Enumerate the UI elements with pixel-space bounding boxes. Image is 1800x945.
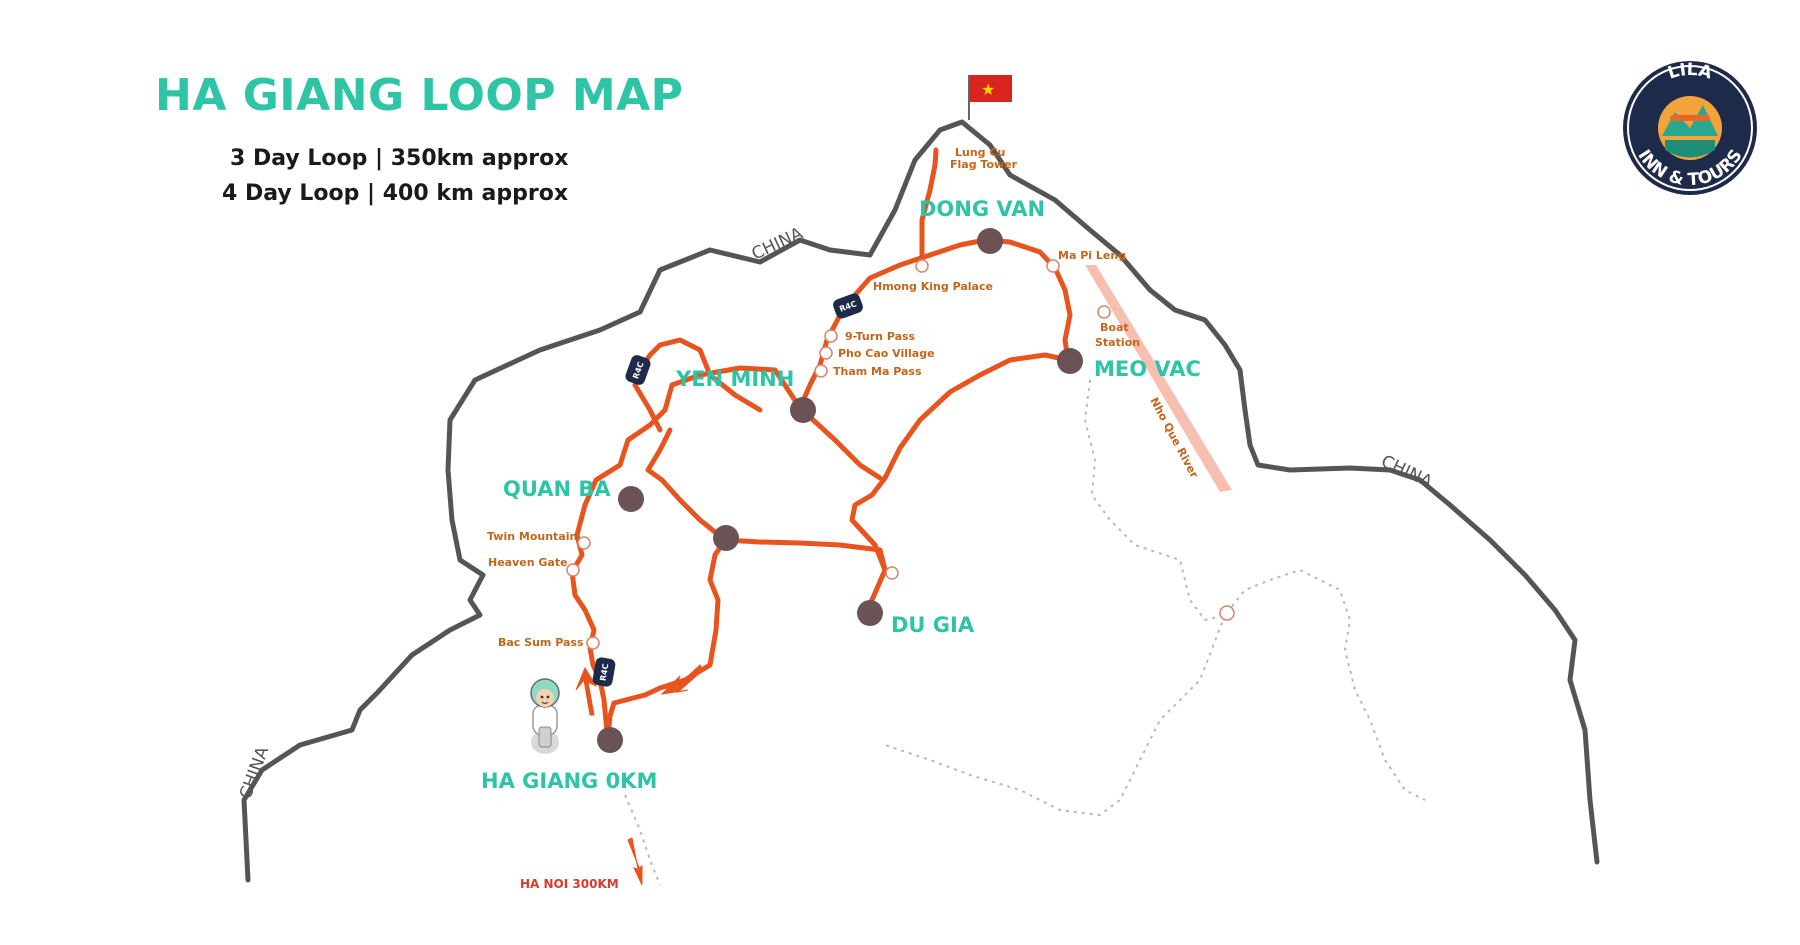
poi-markers <box>566 259 1235 650</box>
border-label-china-e: CHINA <box>1378 451 1436 492</box>
poi-marker-ma-pi-leng <box>1046 259 1060 273</box>
arrow-hanoi-icon <box>627 837 643 886</box>
route-yen-minh-to-midloop <box>797 405 883 481</box>
poi-label-boat-1: Boat <box>1100 321 1129 334</box>
route-du-gia-to-ha-giang <box>605 537 888 739</box>
poi-label-nine-turn: 9-Turn Pass <box>845 330 916 343</box>
route-meo-vac-to-du-gia <box>849 352 1071 573</box>
poi-marker-du-gia-east <box>885 566 899 580</box>
subtitle-line-2: 4 Day Loop | 400 km approx <box>222 181 568 206</box>
town-marker-meo-vac <box>1057 348 1083 374</box>
poi-label-twin-mountain: Twin Mountain <box>487 530 577 543</box>
town-label-quan-ba: QUAN BA <box>503 477 611 501</box>
poi-marker-pho-cao <box>819 346 833 360</box>
poi-label-pho-cao: Pho Cao Village <box>838 347 935 360</box>
town-marker-du-gia <box>857 600 883 626</box>
flag-star-icon: ★ <box>981 82 995 99</box>
poi-label-boat-2: Station <box>1095 336 1140 349</box>
poi-marker-tham-ma <box>814 364 828 378</box>
town-label-du-gia: DU GIA <box>891 613 975 637</box>
subtitle-line-1: 3 Day Loop | 350km approx <box>230 146 568 171</box>
border-label-china-n: CHINA <box>749 223 807 264</box>
town-marker-ha-giang <box>597 727 623 753</box>
town-label-yen-minh: YEN MINH <box>675 367 794 391</box>
town-marker-dong-van <box>977 228 1003 254</box>
hanoi-label: HA NOI 300KM <box>520 877 619 891</box>
poi-marker-hmong-king <box>915 259 929 273</box>
poi-label-bac-sum: Bac Sum Pass <box>498 636 584 649</box>
r4c-badge-south: R4C <box>592 657 616 687</box>
route-junction-link <box>645 427 728 543</box>
lila-logo: LILA INN & TOURS <box>1623 60 1757 195</box>
poi-label-hmong-king: Hmong King Palace <box>873 280 993 293</box>
poi-marker-dotted-junction <box>1219 605 1235 621</box>
poi-label-ma-pi-leng: Ma Pi Leng <box>1058 249 1126 262</box>
route-yen-minh-to-dong-van <box>797 237 988 411</box>
poi-label-heaven-gate: Heaven Gate <box>488 556 568 569</box>
town-marker-quan-ba <box>618 486 644 512</box>
route-lung-cu-spur <box>919 147 939 265</box>
town-markers <box>597 228 1083 753</box>
poi-marker-bac-sum <box>586 636 600 650</box>
route-dong-van-to-meo-vac <box>982 237 1073 363</box>
route-r4c-north-branch <box>632 337 763 433</box>
town-label-meo-vac: MEO VAC <box>1094 357 1201 381</box>
poi-marker-boat-station <box>1097 305 1111 319</box>
poi-marker-twin-mountain <box>577 536 591 550</box>
poi-marker-nine-turn <box>824 329 838 343</box>
arrow-southwest-icon <box>660 664 704 695</box>
svg-text:R4C: R4C <box>598 663 610 682</box>
poi-label-tham-ma: Tham Ma Pass <box>833 365 922 378</box>
r4c-badge-north: R4C <box>833 293 863 319</box>
vietnam-flag <box>970 75 1012 102</box>
town-label-dong-van: DONG VAN <box>919 197 1045 221</box>
border-label-china-sw: CHINA <box>236 744 273 802</box>
map-title: HA GIANG LOOP MAP <box>155 70 683 121</box>
arrow-north-icon <box>575 666 598 716</box>
nho-que-river <box>1085 265 1232 492</box>
town-marker-junction <box>713 525 739 551</box>
rider-mascot-icon <box>530 678 560 754</box>
poi-label-lung-cu-1: Lung Cu <box>955 146 1005 159</box>
r4c-badge-west: R4C <box>625 355 651 385</box>
town-marker-yen-minh <box>790 397 816 423</box>
town-label-ha-giang: HA GIANG 0KM <box>481 769 657 793</box>
poi-label-lung-cu-2: Flag Tower <box>950 158 1018 171</box>
china-border-line <box>241 119 1600 883</box>
province-boundary-dotted <box>624 379 1426 886</box>
poi-marker-heaven-gate <box>566 563 580 577</box>
direction-arrows <box>575 664 704 886</box>
route-quan-ba-to-yen-minh <box>662 365 803 413</box>
